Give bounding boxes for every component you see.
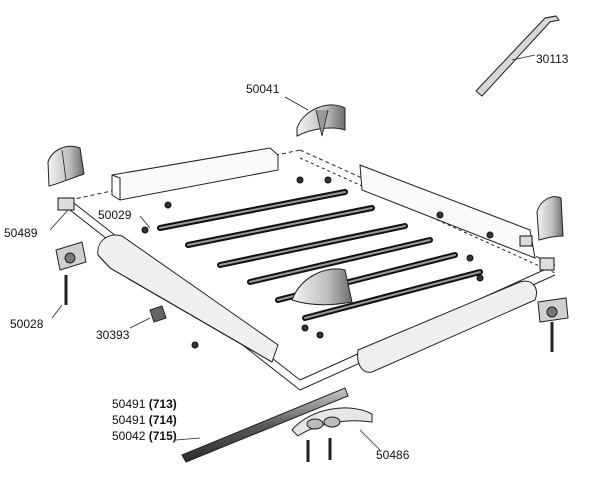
label-50028: 50028: [10, 317, 44, 331]
label-50486: 50486: [376, 448, 410, 462]
label-50041: 50041: [246, 82, 280, 96]
label-30393: 30393: [96, 328, 130, 342]
leader-lines: [49, 209, 151, 329]
cap-right: [536, 196, 564, 241]
clamp-right: [537, 297, 569, 352]
clamp-50028: [55, 241, 87, 305]
variant-code: (713): [148, 397, 177, 411]
variant-part: 50491: [112, 413, 146, 427]
variant-part: 50042: [112, 429, 146, 443]
label-30113: 30113: [536, 52, 569, 66]
weather-strip: [175, 387, 349, 463]
side-panel-right: [359, 164, 536, 259]
front-fairing-left: [97, 234, 279, 363]
cap-left: [47, 145, 85, 187]
cap-50041: [284, 96, 346, 137]
center-cap: [291, 268, 353, 306]
label-50029: 50029: [98, 208, 132, 222]
variant-row-3: 50042 (715): [112, 430, 177, 443]
variant-code: (714): [148, 413, 177, 427]
side-panel-back: [111, 147, 279, 201]
label-50489: 50489: [4, 226, 38, 240]
hardware: [57, 176, 555, 349]
variant-row-2: 50491 (714): [112, 414, 177, 427]
knob-30393: [149, 305, 167, 323]
allen-key-30113: [475, 15, 560, 97]
cross-bars: [157, 189, 483, 321]
variant-code: (715): [148, 429, 177, 443]
clip-50486: [291, 407, 381, 462]
variant-row-1: 50491 (713): [112, 398, 177, 411]
variant-part: 50491: [112, 397, 146, 411]
front-fairing-right: [357, 280, 537, 373]
